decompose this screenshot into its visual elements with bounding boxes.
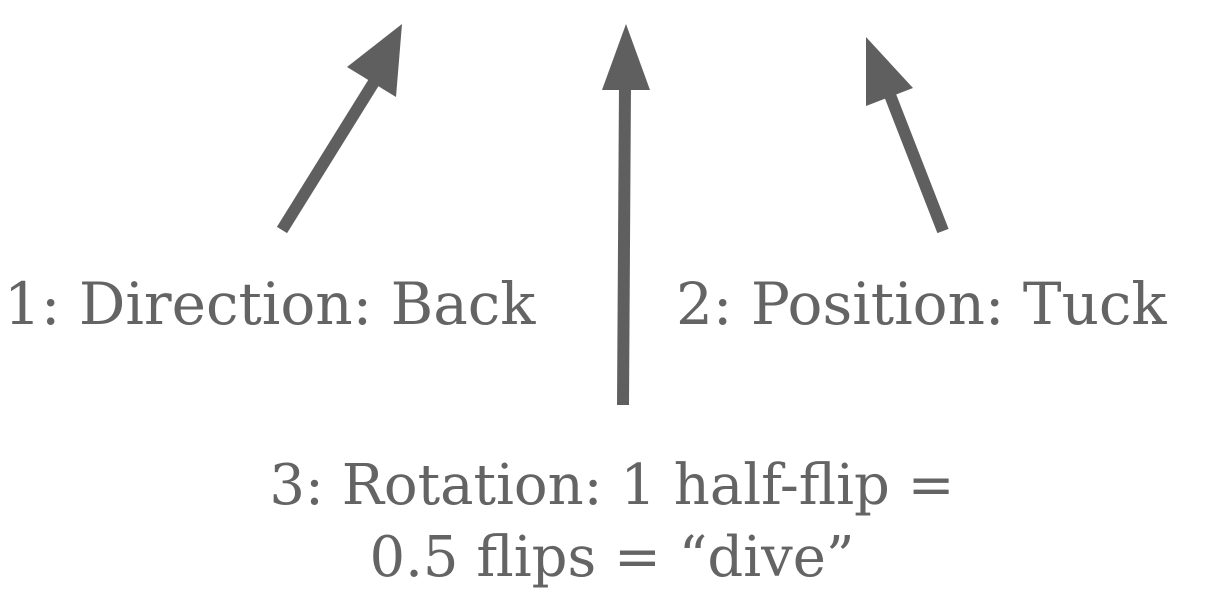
arrow-direction bbox=[276, 24, 402, 234]
arrow-rotation bbox=[602, 24, 650, 406]
rotation-label: 3: Rotation: 1 half-flip = 0.5 flips = “… bbox=[0, 450, 1224, 594]
rotation-label-line-2: 0.5 flips = “dive” bbox=[369, 525, 855, 590]
position-label: 2: Position: Tuck bbox=[676, 270, 1167, 338]
rotation-label-line-1: 3: Rotation: 1 half-flip = bbox=[269, 453, 955, 518]
arrow-position bbox=[866, 37, 949, 234]
direction-label: 1: Direction: Back bbox=[4, 270, 536, 338]
